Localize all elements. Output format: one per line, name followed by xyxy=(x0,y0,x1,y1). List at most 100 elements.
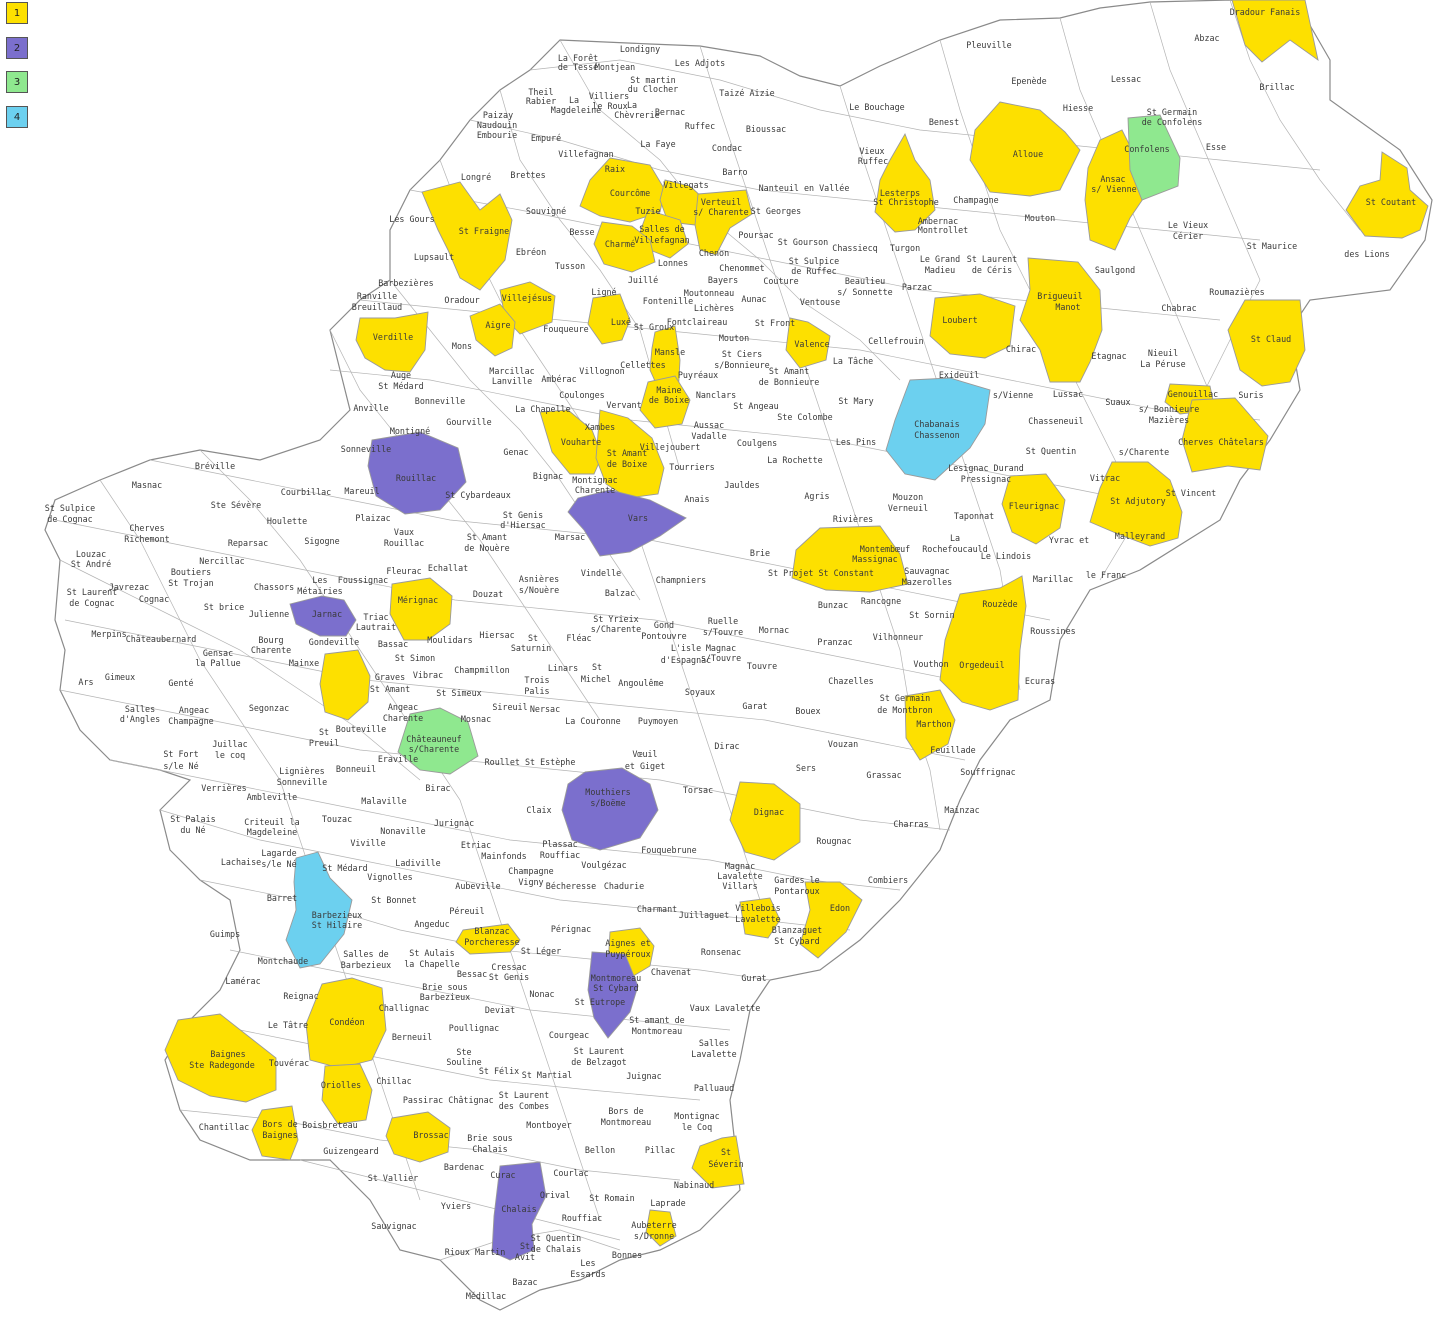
commune-label: Chassiecq xyxy=(832,243,877,253)
commune-label: Passirac xyxy=(403,1095,443,1105)
commune-label: Vindelle xyxy=(581,568,621,578)
commune-border xyxy=(329,369,1131,501)
commune-label: Aunac xyxy=(741,294,766,304)
commune-label: Champagne xyxy=(168,716,213,726)
commune-label: Moutonneau xyxy=(684,288,734,298)
commune-label: Suaux xyxy=(1105,397,1130,407)
commune-label: Roussines xyxy=(1030,626,1075,636)
commune-label: St Sornin xyxy=(909,610,954,620)
commune-label: St xyxy=(319,727,329,737)
commune-label: de Boixe xyxy=(607,459,647,469)
commune-label: St Martial xyxy=(522,1070,572,1080)
commune-region xyxy=(694,189,753,256)
commune-label: Charmant xyxy=(637,904,677,914)
commune-label: St martin xyxy=(630,75,675,85)
commune-label: Rouzède xyxy=(982,599,1017,609)
commune-label: Souffrignac xyxy=(960,767,1015,777)
commune-border xyxy=(189,1019,701,1101)
commune-border xyxy=(59,559,421,781)
commune-label: Charente xyxy=(575,485,615,495)
commune-label: s/ Sonnette xyxy=(837,287,892,297)
commune-label: Nonaville xyxy=(380,826,425,836)
commune-label: Soyaux xyxy=(685,687,715,697)
commune-border xyxy=(229,949,731,1031)
commune-region xyxy=(739,897,781,939)
commune-region xyxy=(785,317,831,369)
commune-region xyxy=(469,303,516,357)
commune-region xyxy=(1019,257,1103,383)
commune-label: de Chalais xyxy=(531,1244,581,1254)
commune-label: St Genis xyxy=(503,510,543,520)
commune-label: St Amant xyxy=(607,448,647,458)
commune-label: La Couronne xyxy=(565,716,620,726)
commune-label: Jauldes xyxy=(724,480,759,490)
commune-label: Fleurac xyxy=(386,566,421,576)
commune-label: Bunzac xyxy=(818,600,848,610)
commune-label: Birac xyxy=(425,783,450,793)
commune-label: Montmoreau xyxy=(591,973,641,983)
commune-label: Lautrait xyxy=(356,622,396,632)
commune-label: Gardes le xyxy=(774,875,819,885)
commune-region xyxy=(455,923,521,955)
commune-label: Auge xyxy=(391,370,411,380)
commune-label: Orgedeuil xyxy=(959,660,1004,670)
commune-label: St Hilaire xyxy=(312,920,362,930)
commune-label: Sonneville xyxy=(277,777,327,787)
commune-label: Lamérac xyxy=(225,976,260,986)
commune-label: St Aulais xyxy=(409,948,454,958)
commune-label: Rancogne xyxy=(861,596,901,606)
commune-label: Bréville xyxy=(195,461,235,471)
commune-label: St Cybardeaux xyxy=(445,490,511,500)
commune-label: Palis xyxy=(524,686,549,696)
commune-label: s/ Charente xyxy=(693,207,748,217)
commune-label: Nersac xyxy=(530,704,560,714)
commune-label: St Cybard xyxy=(593,983,638,993)
commune-label: Vouthon xyxy=(913,659,948,669)
commune-label: Fléac xyxy=(566,633,591,643)
commune-label: Mons xyxy=(452,341,472,351)
commune-label: St xyxy=(721,1147,731,1157)
commune-label: Ecuras xyxy=(1025,676,1055,686)
commune-label: St brice xyxy=(204,602,244,612)
commune-label: s/ Bonnieure xyxy=(1139,404,1200,414)
commune-label: Besse xyxy=(569,227,594,237)
commune-label: Châteaubernard xyxy=(126,634,197,644)
commune-label: Cognac xyxy=(139,594,169,604)
commune-label: Ste Sévère xyxy=(211,500,261,510)
commune-label: d'Hiersac xyxy=(500,520,545,530)
commune-label: Chalais xyxy=(501,1204,536,1214)
commune-region xyxy=(791,525,909,593)
commune-label: de Nouère xyxy=(464,543,509,553)
commune-label: Brie xyxy=(750,548,770,558)
commune-label: Cellettes xyxy=(620,360,665,370)
commune-label: s/Dronne xyxy=(634,1231,674,1241)
commune-label: Grassac xyxy=(866,770,901,780)
commune-label: Bioussac xyxy=(746,124,786,134)
commune-label: Chillac xyxy=(376,1076,411,1086)
commune-label: Luxé xyxy=(611,317,631,327)
commune-region xyxy=(645,1209,677,1247)
commune-label: Bardenac xyxy=(444,1162,484,1172)
commune-label: Les xyxy=(580,1258,595,1268)
commune-region xyxy=(1001,473,1066,545)
commune-label: Châtignac xyxy=(448,1095,493,1105)
commune-label: Gond xyxy=(654,620,674,630)
commune-label: Bernac xyxy=(655,107,685,117)
commune-label: Chenon xyxy=(699,248,729,258)
commune-label: s/Boëme xyxy=(590,798,625,808)
legend-swatch-1: 1 xyxy=(6,2,28,24)
commune-label: Dradour Fanais xyxy=(1230,7,1301,17)
commune-label: Barro xyxy=(722,167,747,177)
commune-label: Le Grand xyxy=(920,254,960,264)
commune-label: Bors de xyxy=(262,1119,297,1129)
commune-label: Villefagnan xyxy=(634,235,689,245)
commune-border xyxy=(64,619,966,761)
commune-label: Le Tâtre xyxy=(268,1020,308,1030)
commune-label: s/le Né xyxy=(261,859,296,869)
commune-label: Cellefrouin xyxy=(868,336,923,346)
commune-label: Bignac xyxy=(533,471,563,481)
commune-label: Embourie xyxy=(477,130,517,140)
commune-label: St Amant xyxy=(769,366,809,376)
commune-label: Salles xyxy=(125,704,155,714)
commune-label: Marillac xyxy=(1033,574,1073,584)
